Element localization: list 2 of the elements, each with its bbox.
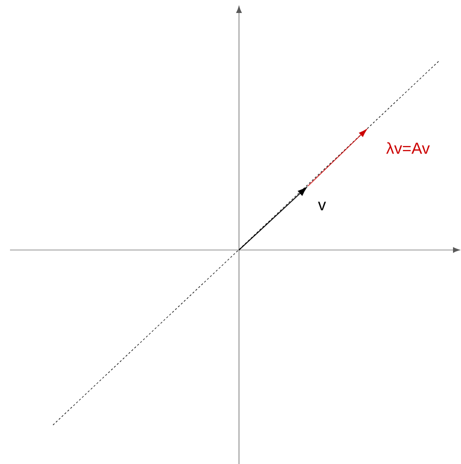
vector-label: v (318, 202, 326, 210)
vector-label: λv=Av (386, 142, 430, 154)
